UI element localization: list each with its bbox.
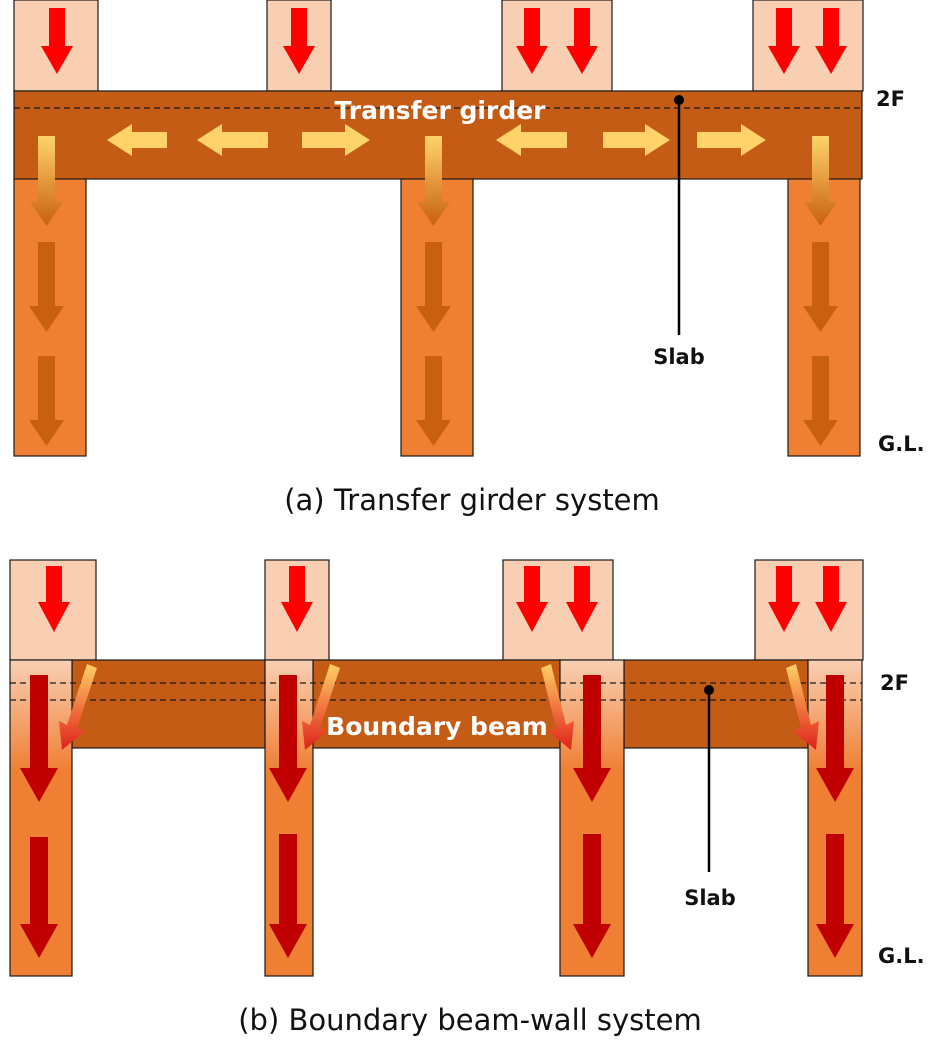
wall-arrow xyxy=(269,675,307,802)
load-arrow xyxy=(768,8,800,74)
horizontal-flow-arrows xyxy=(107,124,766,156)
transition-arrow xyxy=(30,136,63,226)
load-arrow xyxy=(516,8,548,74)
column-arrow xyxy=(803,356,838,446)
load-arrows-b xyxy=(38,566,847,632)
load-arrow xyxy=(566,566,598,632)
slab-marker xyxy=(704,685,714,695)
caption-b: (b) Boundary beam-wall system xyxy=(238,1003,702,1037)
ground-level-label: G.L. xyxy=(878,944,925,968)
diagram-b: Slab Boundary beam 2F G.L. (b) Boundary … xyxy=(9,559,925,1037)
column-arrow xyxy=(416,242,451,332)
boundary-beam xyxy=(623,659,809,749)
load-arrow xyxy=(283,8,315,74)
load-blocks-b xyxy=(9,559,864,661)
diagonal-arrow xyxy=(59,664,97,750)
load-arrow xyxy=(815,8,847,74)
wall-arrow xyxy=(573,834,611,958)
floor-label-2f: 2F xyxy=(880,671,909,695)
load-block xyxy=(754,559,864,661)
ground-level-label: G.L. xyxy=(878,432,925,456)
diagonal-arrows xyxy=(59,664,819,750)
load-block xyxy=(501,0,613,92)
transition-arrows-a xyxy=(30,136,837,226)
wall-arrow xyxy=(269,834,307,958)
diagonal-arrow xyxy=(302,664,340,750)
right-arrow xyxy=(697,124,766,156)
load-arrow xyxy=(38,566,70,632)
load-arrow xyxy=(768,566,800,632)
load-block xyxy=(752,0,864,92)
diagonal-arrow xyxy=(786,664,819,750)
wall-arrows xyxy=(20,675,854,958)
load-arrows-a xyxy=(41,8,847,74)
left-arrow xyxy=(496,124,567,156)
load-arrow xyxy=(815,566,847,632)
wall-arrow xyxy=(816,834,854,958)
diagonal-arrow xyxy=(541,664,574,750)
column-arrow xyxy=(29,242,64,332)
wall-arrow xyxy=(20,837,58,958)
wall-arrow xyxy=(20,675,58,802)
transition-arrow xyxy=(417,136,450,226)
transfer-girder-label: Transfer girder xyxy=(334,96,546,125)
load-arrow xyxy=(566,8,598,74)
column-arrow xyxy=(29,356,64,446)
load-arrow xyxy=(516,566,548,632)
load-block xyxy=(502,559,614,661)
boundary-beam xyxy=(71,659,266,749)
column-arrows-a xyxy=(29,242,838,446)
slab-marker xyxy=(674,95,684,105)
column-arrow xyxy=(803,242,838,332)
slab-label: Slab xyxy=(653,345,705,369)
slab-label: Slab xyxy=(684,886,736,910)
right-arrow xyxy=(603,124,670,156)
boundary-beam-label: Boundary beam xyxy=(326,712,548,741)
transition-arrow xyxy=(804,136,837,226)
walls xyxy=(9,659,863,977)
left-arrow xyxy=(107,124,167,156)
floor-label-2f: 2F xyxy=(876,87,905,111)
right-arrow xyxy=(302,124,370,156)
caption-a: (a) Transfer girder system xyxy=(284,483,660,517)
column-arrow xyxy=(416,356,451,446)
load-blocks-a xyxy=(13,0,864,92)
diagram-a: Slab Transfer girder 2F G.L. (a) Transfe… xyxy=(13,0,925,517)
left-arrow xyxy=(197,124,268,156)
wall-arrow xyxy=(573,675,611,802)
load-arrow xyxy=(281,566,313,632)
load-arrow xyxy=(41,8,73,74)
wall-arrow xyxy=(816,675,854,802)
